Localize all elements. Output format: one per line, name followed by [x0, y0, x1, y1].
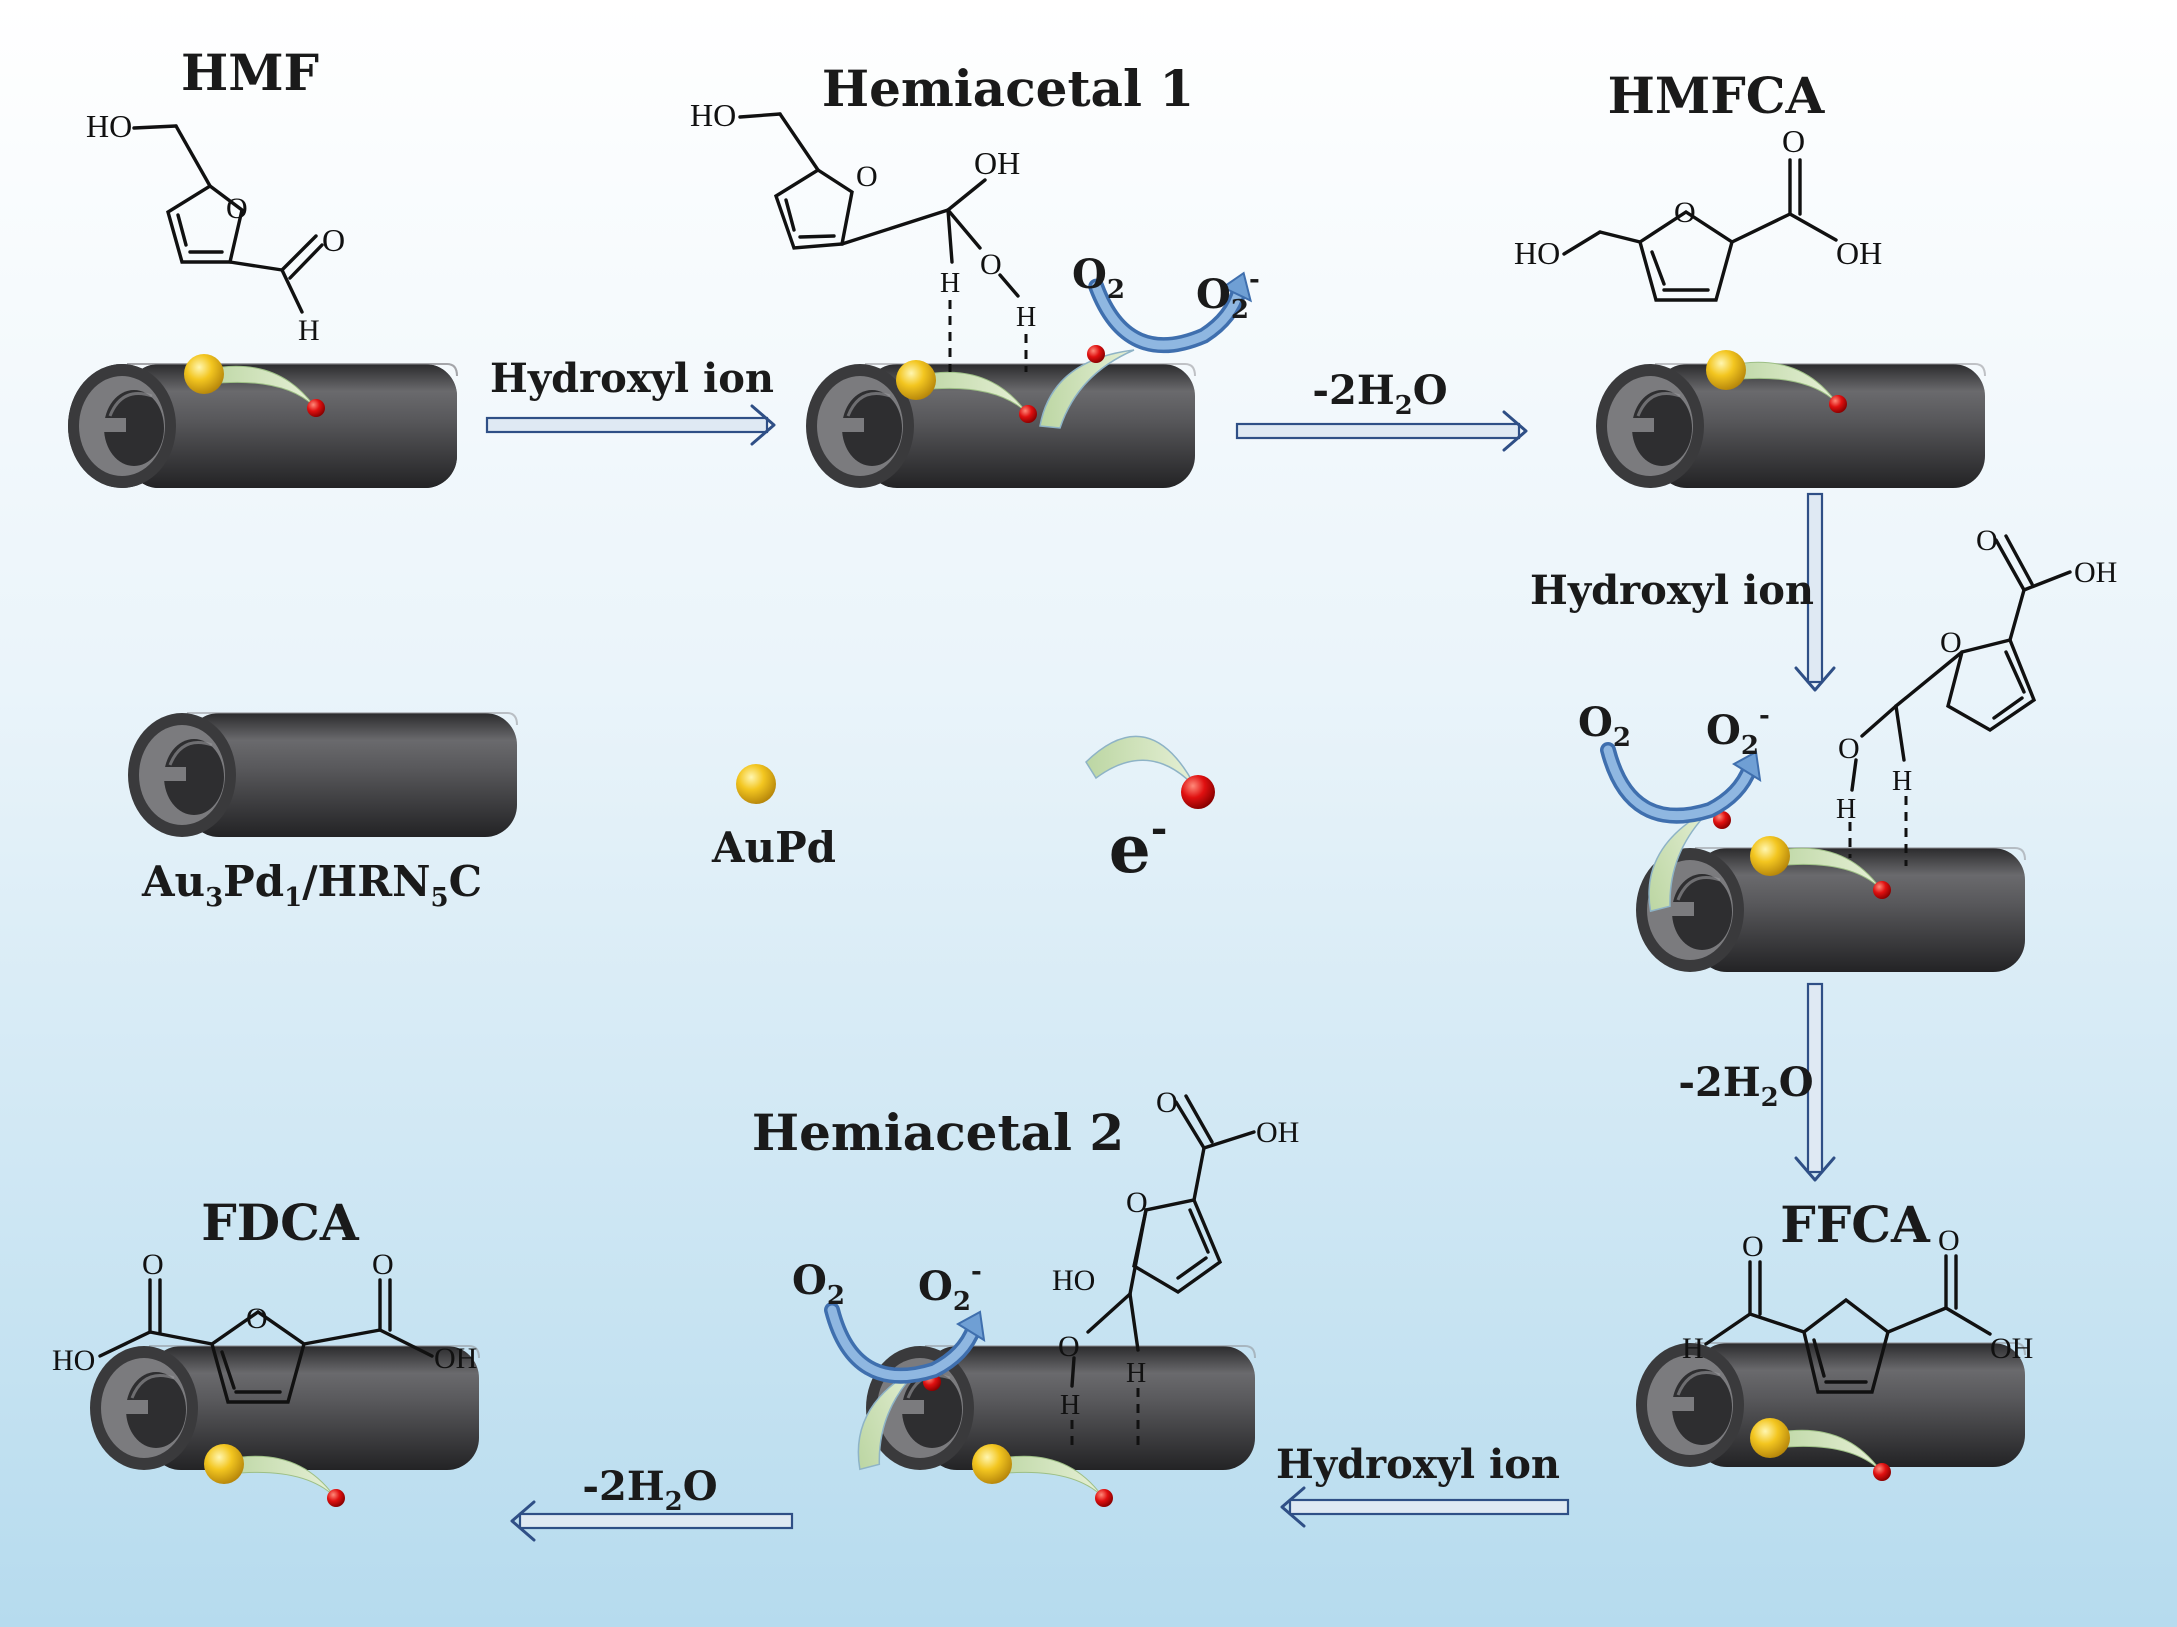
svg-text:O: O — [322, 222, 345, 258]
molecule-ffca: H O O OH — [1682, 1224, 2033, 1394]
svg-text:HO: HO — [690, 97, 736, 133]
o2-reduction-2: O2 O2- — [1578, 699, 1770, 914]
legend-aupd-particle — [736, 764, 776, 804]
svg-text:Hydroxyl ion: Hydroxyl ion — [490, 355, 774, 402]
legend: Au3Pd1/HRN5C AuPd e- — [141, 735, 1215, 913]
svg-text:O: O — [1742, 1230, 1764, 1263]
svg-text:OH: OH — [434, 1342, 477, 1375]
label-ffca: FFCA — [1780, 1195, 1931, 1254]
svg-text:O: O — [1938, 1224, 1960, 1257]
molecule-hemiacetal-1: HO O OH H O H — [690, 97, 1036, 372]
nanotube-group-2 — [804, 362, 1197, 490]
svg-text:O: O — [1674, 196, 1696, 229]
arrow-step-1: Hydroxyl ion — [485, 355, 776, 446]
svg-text:H: H — [1060, 1390, 1080, 1421]
svg-text:HO: HO — [86, 108, 132, 144]
svg-text:H: H — [1016, 302, 1036, 333]
svg-text:H: H — [940, 268, 960, 299]
svg-text:HO: HO — [1052, 1264, 1095, 1297]
label-hmfca: HMFCA — [1608, 66, 1826, 125]
svg-text:O: O — [246, 1302, 268, 1335]
arrow-step-2: -2H2O — [1235, 367, 1528, 452]
svg-text:H: H — [1892, 766, 1912, 797]
svg-text:O: O — [1782, 123, 1805, 159]
label-hmf: HMF — [181, 43, 319, 102]
label-hemiacetal-2: Hemiacetal 2 — [752, 1103, 1124, 1162]
legend-electron — [1181, 775, 1215, 809]
svg-text:O2-: O2- — [918, 1257, 982, 1317]
svg-text:O: O — [856, 160, 878, 193]
svg-text:O: O — [1940, 626, 1962, 659]
svg-text:OH: OH — [1836, 235, 1882, 271]
svg-text:OH: OH — [2074, 556, 2117, 589]
svg-text:O: O — [372, 1248, 394, 1281]
arrow-step-3: Hydroxyl ion — [1530, 492, 1836, 692]
svg-text:O: O — [980, 248, 1002, 281]
svg-text:O2-: O2- — [1196, 265, 1260, 325]
svg-text:O2-: O2- — [1706, 701, 1770, 761]
nanotube-legend — [126, 711, 519, 839]
svg-text:O2: O2 — [792, 1257, 845, 1311]
svg-text:O: O — [1058, 1330, 1080, 1363]
svg-text:-2H2O: -2H2O — [1312, 367, 1447, 421]
svg-text:HO: HO — [52, 1344, 95, 1377]
svg-text:O: O — [1838, 732, 1860, 765]
svg-text:O: O — [1156, 1086, 1178, 1119]
nanotube-group-3 — [1594, 362, 1987, 490]
svg-text:H: H — [1682, 1332, 1704, 1365]
molecule-hmf: HO O O H — [86, 108, 345, 347]
svg-text:O: O — [1126, 1186, 1148, 1219]
svg-text:O2: O2 — [1072, 251, 1125, 305]
svg-text:O: O — [142, 1248, 164, 1281]
legend-aupd-label: AuPd — [711, 823, 836, 872]
molecule-fdca: HO O O O OH — [52, 1248, 477, 1404]
o2-reduction-1: O2 O2- — [1039, 251, 1260, 429]
svg-text:OH: OH — [974, 145, 1020, 181]
molecule-intermediate-right: O OH O O H H — [1836, 524, 2117, 866]
svg-text:O2: O2 — [1578, 699, 1631, 753]
svg-text:Hydroxyl ion: Hydroxyl ion — [1276, 1441, 1560, 1488]
svg-text:-2H2O: -2H2O — [1678, 1059, 1813, 1113]
svg-text:H: H — [1836, 794, 1856, 825]
svg-text:OH: OH — [1990, 1332, 2033, 1365]
svg-text:H: H — [298, 314, 320, 347]
nanotube-group-7 — [88, 1344, 481, 1472]
molecule-hmfca: HO O O OH — [1514, 123, 1882, 302]
svg-text:O: O — [1976, 524, 1998, 557]
o2-reduction-3: O2 O2- — [792, 1257, 984, 1472]
svg-text:H: H — [1126, 1358, 1146, 1389]
svg-text:OH: OH — [1256, 1116, 1299, 1149]
molecule-hemiacetal-2: O OH O HO O H H — [1052, 1086, 1299, 1448]
arrow-step-6: -2H2O — [510, 1463, 794, 1542]
svg-text:-2H2O: -2H2O — [582, 1463, 717, 1517]
legend-catalyst: Au3Pd1/HRN5C — [141, 857, 482, 913]
svg-text:HO: HO — [1514, 235, 1560, 271]
label-hemiacetal-1: Hemiacetal 1 — [822, 59, 1194, 118]
arrow-step-5: Hydroxyl ion — [1276, 1441, 1570, 1528]
arrow-step-4: -2H2O — [1678, 982, 1836, 1182]
svg-text:O: O — [226, 192, 248, 225]
svg-text:Hydroxyl ion: Hydroxyl ion — [1530, 567, 1814, 614]
label-fdca: FDCA — [201, 1193, 360, 1252]
legend-electron-label: e- — [1109, 805, 1168, 888]
